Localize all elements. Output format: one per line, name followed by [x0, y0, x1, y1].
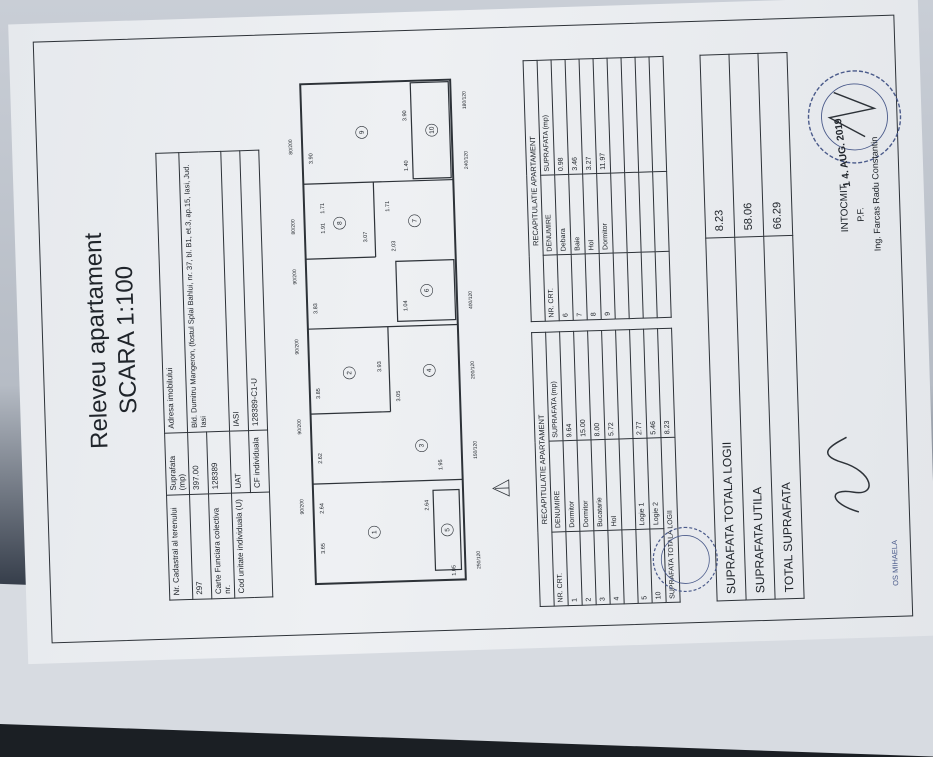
opening-label: 80/200 [288, 139, 294, 155]
dimension-label: 3.83 [313, 303, 319, 314]
dimension-label: 1.40 [404, 160, 410, 171]
opening-label: 200/120 [470, 361, 477, 379]
dimension-label: 1.95 [438, 459, 444, 470]
dimension-label: 3.05 [396, 391, 402, 402]
recap-table-right: RECAPITULATIE APARTAMENT NR. CRT. DENUMI… [523, 56, 672, 322]
opening-label: 150/120 [472, 441, 479, 459]
suprafata-label: Suprafata (mp) [165, 433, 190, 496]
opening-label: 90/200 [297, 419, 303, 435]
dimension-label: 3.90 [308, 153, 314, 164]
opening-label: 90/200 [299, 499, 305, 515]
dimension-label: 1.71 [385, 201, 391, 212]
dimension-label: 3.90 [402, 110, 408, 121]
dimension-label: 2.64 [424, 500, 430, 511]
cf-label: CF individuala [249, 430, 270, 493]
opening-label: 90/200 [292, 269, 298, 285]
north-arrow-icon [493, 480, 509, 496]
opening-label: 250/120 [476, 551, 483, 569]
dimension-label: 3.85 [316, 388, 322, 399]
nr-cadastral-label: Nr. Cadastral al terenului [167, 495, 193, 601]
totals-table: SUPRAFATA TOTALA LOGII 8.23 SUPRAFATA UT… [699, 52, 804, 601]
carte-label: Carte Funciara colectiva nr. [209, 493, 235, 599]
footer-value: 8.23 [658, 328, 675, 438]
uat-label: UAT [230, 431, 251, 494]
rotated-document: Releveu apartament SCARA 1:100 Nr. Cadas… [34, 16, 912, 643]
opening-label: 90/200 [294, 339, 300, 355]
dimension-label: 3.07 [363, 232, 369, 243]
dimension-label: 2.64 [319, 503, 325, 514]
dimension-label: 2.62 [318, 453, 324, 464]
room-label: 7 [411, 218, 418, 222]
room-label: 5 [444, 528, 451, 532]
official-stamp-left [649, 523, 721, 595]
dimension-label: 3.93 [377, 361, 383, 372]
dimension-label: 1.71 [320, 203, 326, 214]
room-label: 10 [429, 126, 436, 134]
opening-label: 80/200 [290, 219, 296, 235]
document-scale: SCARA 1:100 [109, 209, 145, 470]
cod-label: Cod unitate individuala (U) [232, 492, 273, 598]
opening-label: 240/120 [463, 151, 470, 169]
drawing-frame: Releveu apartament SCARA 1:100 Nr. Cadas… [33, 15, 913, 644]
room-label: 8 [337, 221, 344, 225]
room-label: 2 [346, 371, 353, 375]
dimension-label: 1.05 [451, 565, 457, 576]
pf-label: P.F. [855, 207, 865, 222]
opening-label: 180/120 [461, 91, 468, 109]
dimension-label: 1.91 [321, 223, 327, 234]
cadastral-table: Nr. Cadastral al terenului Suprafata (mp… [155, 150, 273, 601]
total-value: 66.29 [758, 53, 793, 237]
floor-plan: 1 2 3 4 5 6 7 8 9 10 3.65 2.64 2.64 1.05… [259, 48, 526, 616]
stamp-text: OS MIHAELA [890, 540, 900, 586]
carte-value: 128389 [207, 431, 232, 494]
room-label: 3 [419, 443, 426, 447]
room-label: 6 [424, 288, 431, 292]
room-label: 1 [371, 530, 378, 534]
room-label: 9 [359, 130, 366, 134]
suprafata-value: 397.00 [188, 432, 209, 495]
dimension-label: 2.03 [391, 241, 397, 252]
room-label: 4 [426, 368, 433, 372]
signature-icon [816, 431, 879, 523]
official-stamp-right [803, 65, 906, 168]
dimension-label: 1.04 [403, 300, 409, 311]
dimension-label: 3.65 [321, 543, 327, 554]
opening-label: 400/120 [468, 291, 475, 309]
document-sheet: Releveu apartament SCARA 1:100 Nr. Cadas… [8, 0, 933, 664]
